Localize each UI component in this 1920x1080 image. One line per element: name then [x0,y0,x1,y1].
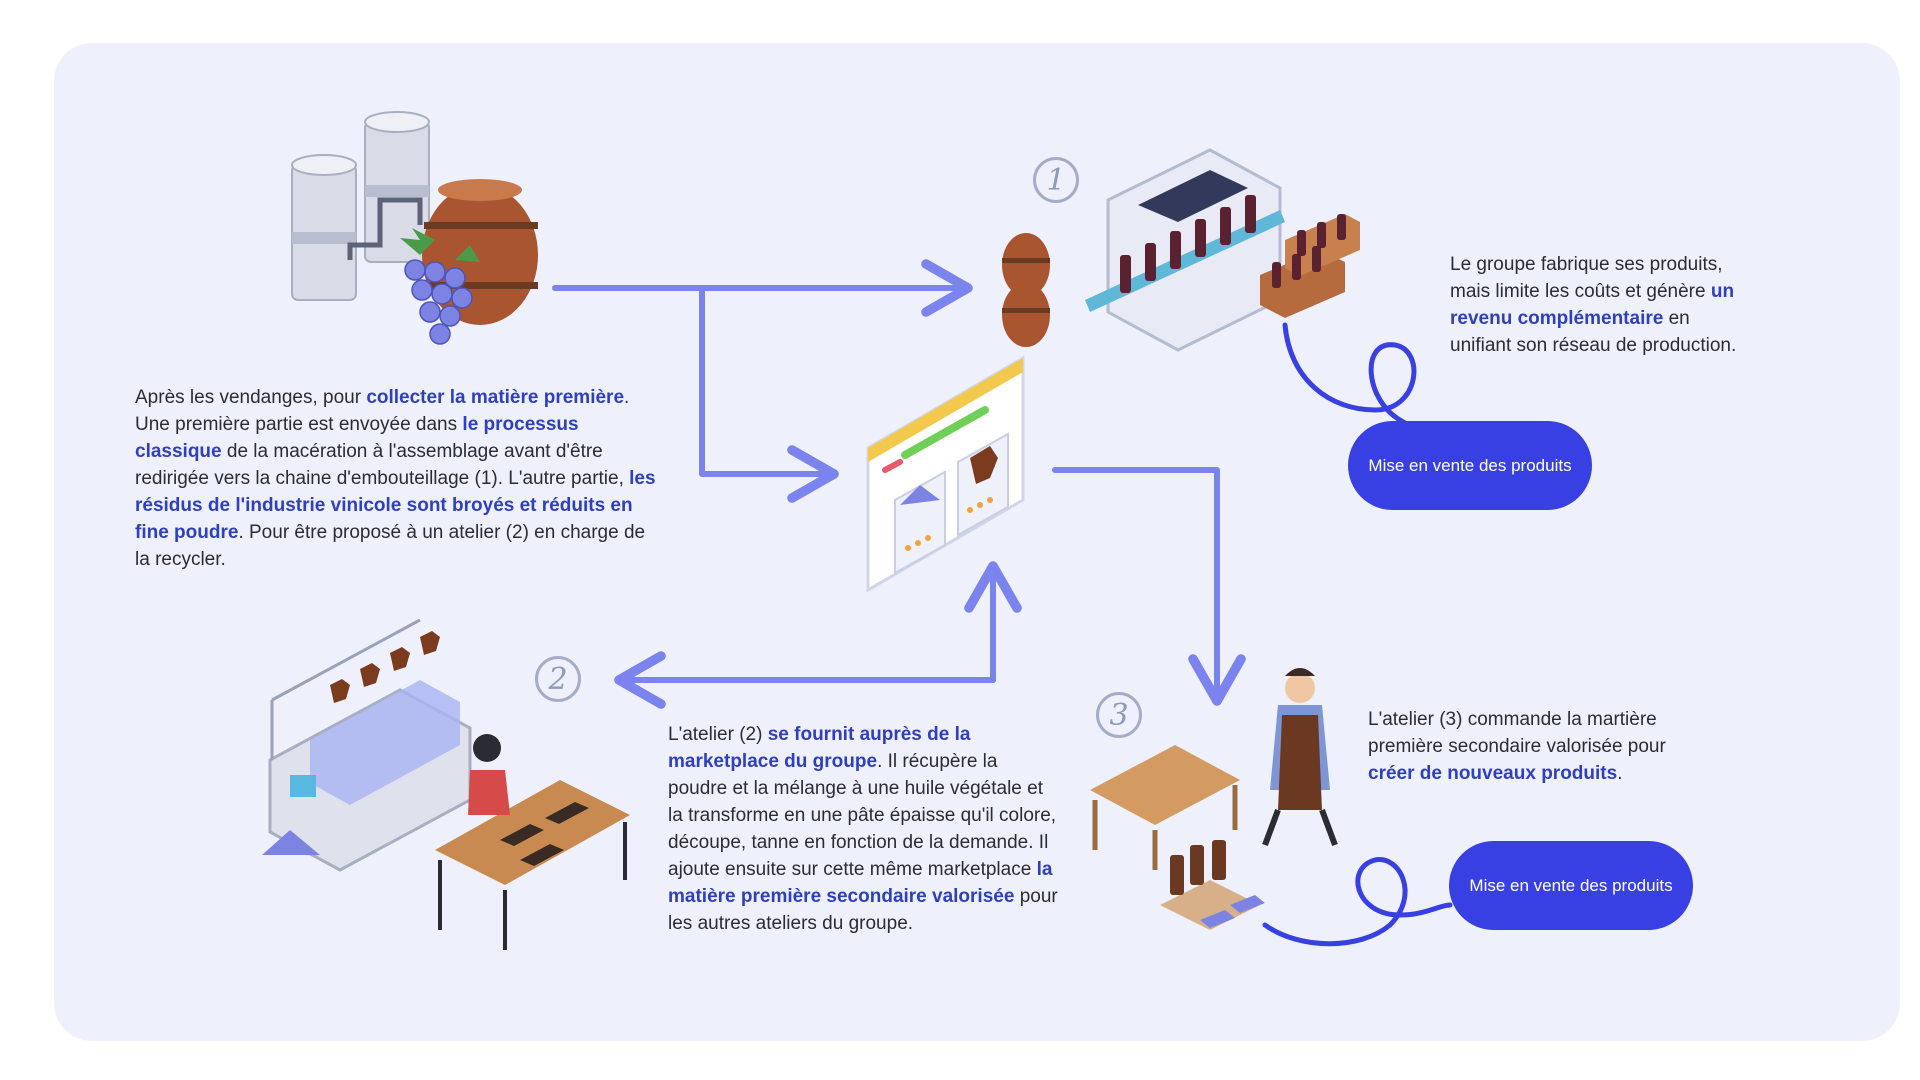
text-group-highlight1: un revenu complémentaire [1450,281,1735,329]
text-workshop3-highlight1: créer de nouveaux produits [1368,763,1618,784]
step-number-2: 2 [535,656,581,702]
text-workshop3-part2: . [1617,763,1623,784]
text-workshop2-part1: L'atelier (2) [668,724,768,745]
text-harvest-highlight3: les résidus de l'industrie vinicole sont… [135,468,656,543]
text-workshop2-highlight2: la matière première secondaire valorisée [668,859,1053,907]
arrow-to-workshop-3 [1052,467,1246,706]
step-number-1: 1 [1033,157,1079,203]
text-group-part2: en unifiant son réseau de production. [1450,308,1737,356]
text-harvest-part1: Après les vendanges, pour [135,387,367,408]
loop-bottom [1262,857,1453,947]
text-workshop-2: L'atelier (2) se fournit auprès de la ma… [668,721,1060,937]
arrow-to-marketplace [699,285,839,503]
text-workshop-3: L'atelier (3) commande la martière premi… [1368,706,1703,787]
winery-icon [291,111,538,345]
text-workshop2-highlight1: se fournit auprès de la marketplace du g… [668,724,971,772]
flow-arrows [552,259,1246,709]
bottling-line-icon [1002,148,1360,352]
text-harvest-part2: . Une première partie est envoyée dans [135,387,630,435]
marketplace-icon [866,355,1025,593]
text-harvest-part4: . Pour être proposé à un atelier (2) en … [135,522,646,570]
sale-button-top[interactable]: Mise en vente des produits [1348,421,1592,510]
loop-top [1282,322,1443,458]
sale-button-bottom[interactable]: Mise en vente des produits [1449,841,1693,930]
step-number-3: 3 [1096,692,1142,738]
text-harvest-highlight2: le processus classique [135,414,579,462]
text-harvest: Après les vendanges, pour collecter la m… [135,384,660,573]
leather-workshop-icon [262,618,630,950]
text-workshop2-part2: . Il récupère la poudre et la mélange à … [668,751,1057,880]
text-harvest-highlight1: collecter la matière première [366,387,625,408]
shoemaker-icon [1090,668,1338,930]
text-group-part1: Le groupe fabrique ses produits, mais li… [1450,254,1723,302]
text-harvest-part3: de la macération à l'assemblage avant d'… [135,441,630,489]
text-workshop3-part1: L'atelier (3) commande la martière premi… [1368,709,1666,757]
text-workshop2-part3: pour les autres ateliers du groupe. [668,886,1058,934]
text-group-revenue: Le groupe fabrique ses produits, mais li… [1450,251,1755,359]
